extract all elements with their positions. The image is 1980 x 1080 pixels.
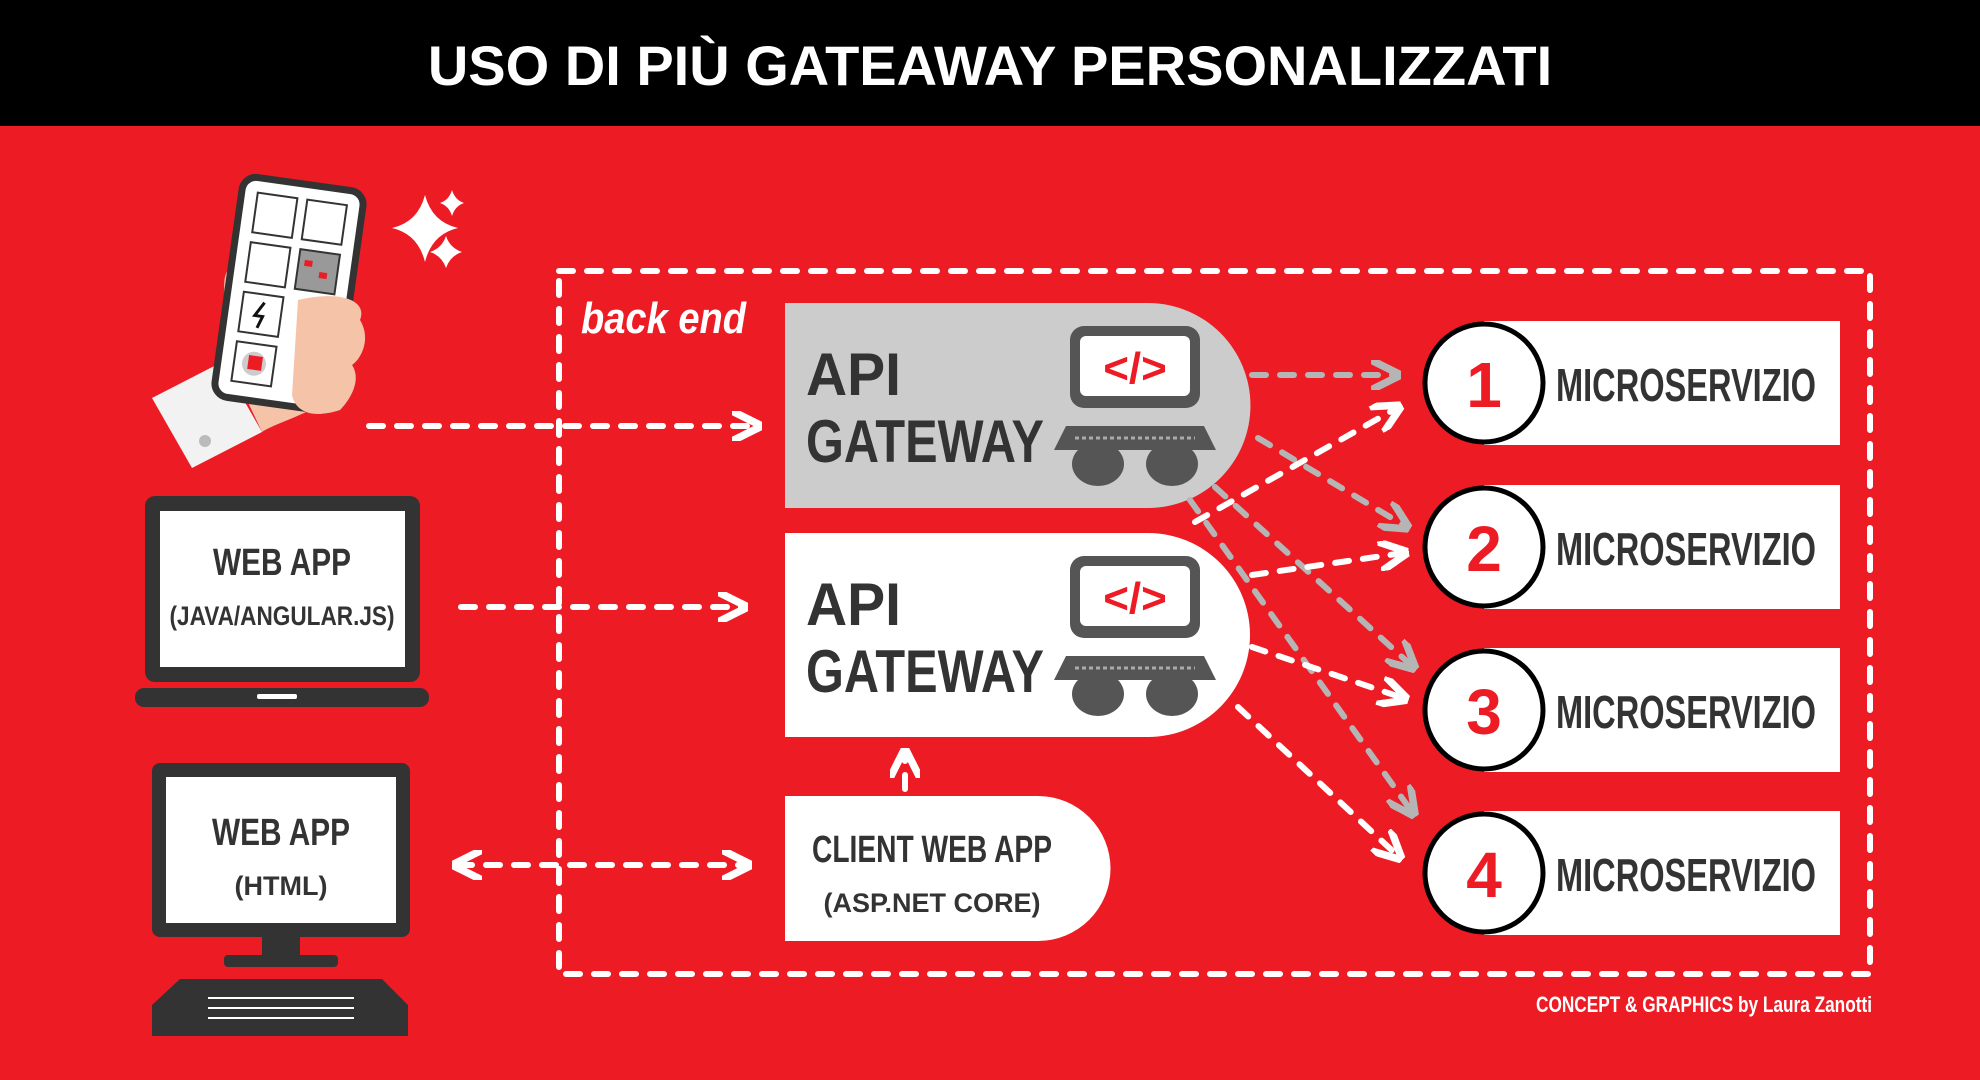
desktop-app-subtitle: (HTML) bbox=[235, 871, 328, 901]
laptop-app-title: WEB APP bbox=[213, 542, 351, 584]
header-bar bbox=[0, 0, 1980, 126]
desktop-web-app[interactable]: WEB APP (HTML) bbox=[152, 763, 410, 1036]
gateway-1-line1: API bbox=[806, 341, 901, 408]
coder-at-computer-icon: </> bbox=[1054, 556, 1216, 716]
microservice-label: MICROSERVIZIO bbox=[1556, 849, 1816, 901]
gateway-2-line1: API bbox=[806, 571, 901, 638]
api-gateway-1[interactable]: API GATEWAY </> bbox=[785, 303, 1251, 508]
arrow-gateway1-ms4 bbox=[1187, 497, 1412, 812]
microservice-1[interactable]: 1 MICROSERVIZIO bbox=[1422, 321, 1840, 445]
microservice-4[interactable]: 4 MICROSERVIZIO bbox=[1422, 811, 1840, 935]
arrow-gateway2-ms1 bbox=[1192, 408, 1397, 525]
cuff-button bbox=[199, 435, 211, 447]
microservice-label: MICROSERVIZIO bbox=[1556, 359, 1816, 411]
page-title: USO DI PIÙ GATEAWAY PERSONALIZZATI bbox=[428, 34, 1552, 97]
credits: CONCEPT & GRAPHICS by Laura Zanotti bbox=[1536, 992, 1872, 1017]
microservice-number: 2 bbox=[1466, 513, 1502, 585]
sparkle-icon bbox=[430, 236, 462, 268]
client-web-app-subtitle: (ASP.NET CORE) bbox=[823, 888, 1040, 918]
backend-label: back end bbox=[581, 294, 747, 343]
laptop-web-app[interactable]: WEB APP (JAVA/ANGULAR.JS) bbox=[135, 496, 429, 707]
microservice-3[interactable]: 3 MICROSERVIZIO bbox=[1422, 648, 1840, 772]
microservice-2[interactable]: 2 MICROSERVIZIO bbox=[1422, 485, 1840, 609]
coder-at-computer-icon: </> bbox=[1054, 326, 1216, 486]
sparkle-icon bbox=[440, 190, 464, 216]
arrow-gateway1-ms2 bbox=[1255, 435, 1405, 526]
microservice-label: MICROSERVIZIO bbox=[1556, 686, 1816, 738]
client-web-app[interactable]: CLIENT WEB APP (ASP.NET CORE) bbox=[785, 796, 1111, 941]
arrow-gateway1-ms3 bbox=[1212, 484, 1412, 666]
microservice-number: 1 bbox=[1466, 349, 1502, 421]
backend-boundary bbox=[556, 268, 1873, 977]
arrow-gateway2-ms4 bbox=[1235, 704, 1398, 856]
arrow-gateway2-ms2 bbox=[1249, 553, 1403, 578]
gateway-1-line2: GATEWAY bbox=[806, 408, 1044, 475]
api-gateway-2[interactable]: API GATEWAY </> bbox=[785, 533, 1250, 737]
client-web-app-title: CLIENT WEB APP bbox=[812, 829, 1052, 871]
smartphone-in-hand-icon bbox=[152, 173, 464, 468]
microservice-number: 4 bbox=[1466, 839, 1502, 911]
arrow-gateway2-ms3 bbox=[1249, 644, 1403, 698]
microservice-label: MICROSERVIZIO bbox=[1556, 523, 1816, 575]
code-glyph: </> bbox=[1103, 574, 1167, 623]
microservice-number: 3 bbox=[1466, 676, 1502, 748]
gateway-2-line2: GATEWAY bbox=[806, 638, 1044, 705]
sparkle-icon bbox=[392, 195, 458, 262]
code-glyph: </> bbox=[1103, 344, 1167, 393]
desktop-app-title: WEB APP bbox=[212, 812, 350, 854]
laptop-app-subtitle: (JAVA/ANGULAR.JS) bbox=[170, 601, 395, 631]
